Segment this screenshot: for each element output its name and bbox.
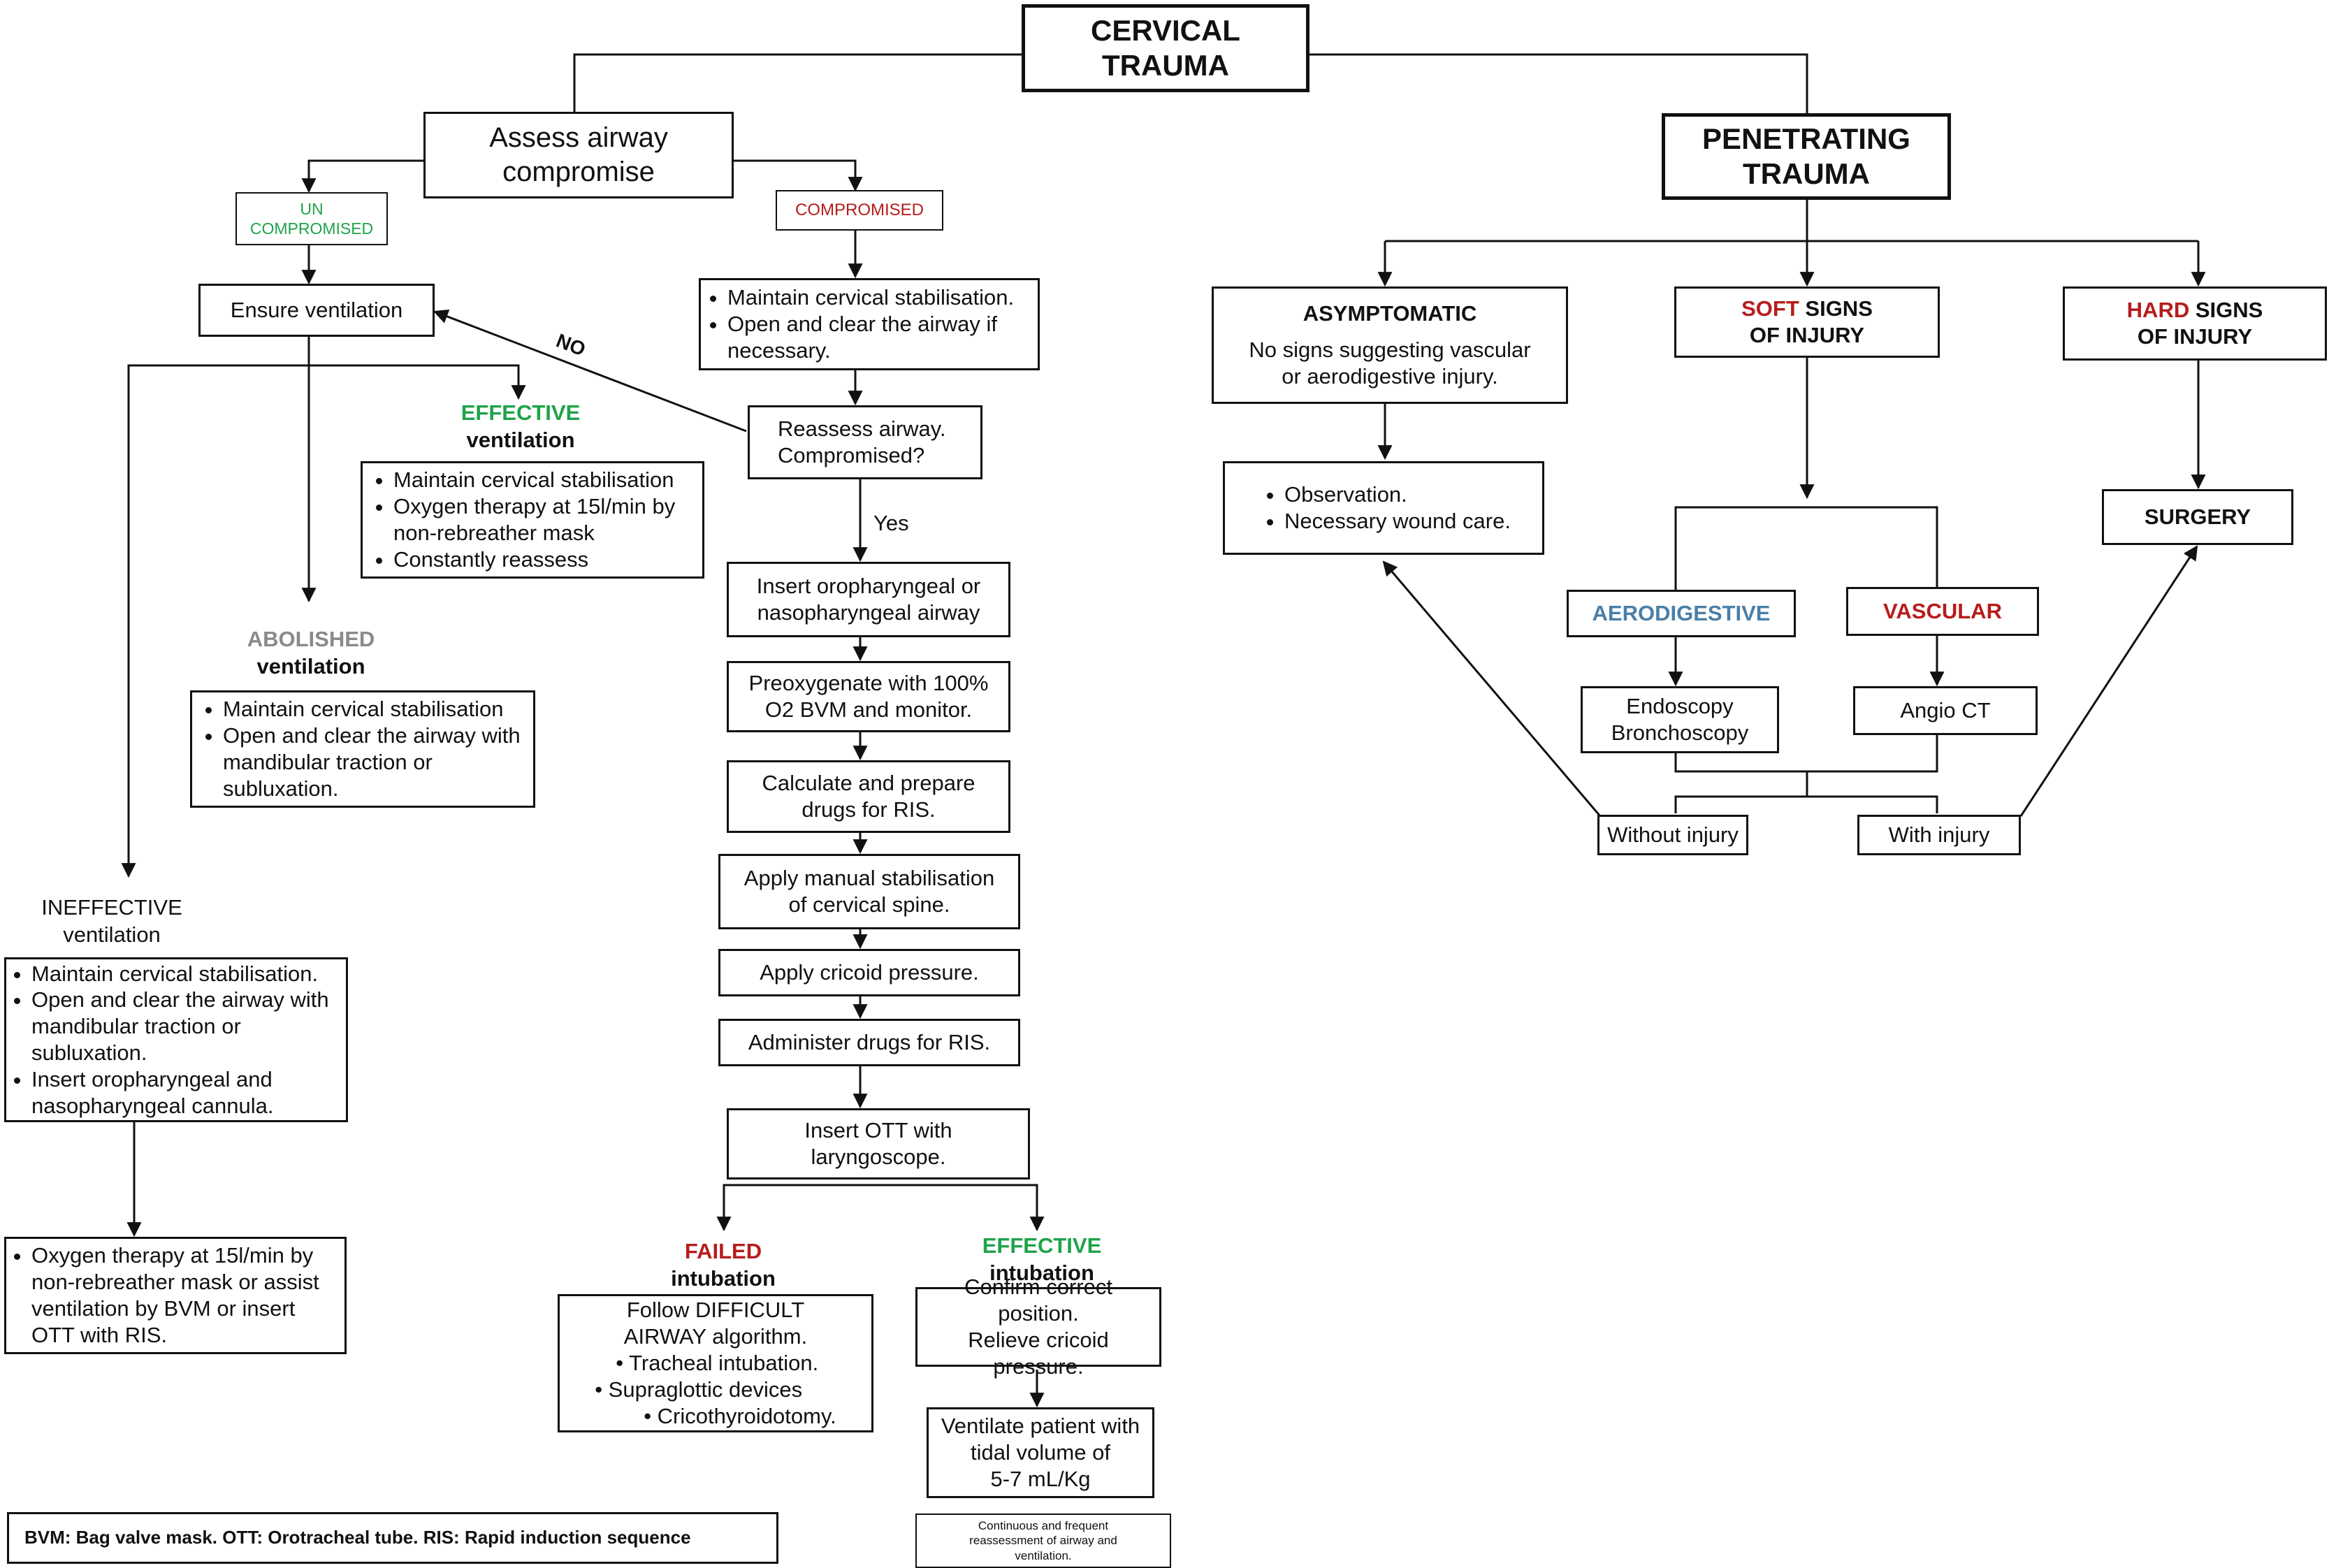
ineffective-ventilation-list: Maintain cervical stabilisation. Open an… (13, 961, 339, 1119)
confirm-position-box: Confirm correct position. Relieve cricoi… (915, 1275, 1161, 1379)
step-calculate-drugs-box: Calculate and prepare drugs for RIS. (727, 760, 1010, 833)
line-ott-branches (723, 1184, 1045, 1232)
endoscopy-box: Endoscopy Bronchoscopy (1581, 686, 1779, 753)
ensure-ventilation-box: Ensure ventilation (198, 284, 435, 337)
ventilate-patient-box: Ventilate patient with tidal volume of 5… (927, 1407, 1154, 1498)
abolished-ventilation-list: Maintain cervical stabilisation Open and… (205, 696, 526, 801)
effective-ventilation-list: Maintain cervical stabilisation Oxygen t… (375, 467, 695, 572)
observation-box: Observation. Necessary wound care. (1223, 461, 1544, 555)
compromised-box: COMPROMISED (776, 190, 943, 231)
line-ensure-to-effective (309, 364, 526, 400)
line-without-to-observation (1382, 560, 1602, 817)
effective-ventilation-label: EFFECTIVE ventilation (460, 400, 581, 452)
assess-airway-box: Assess airway compromise (423, 112, 734, 198)
failed-intubation-label: FAILED intubation (671, 1239, 776, 1291)
soft-signs-box: SOFT SIGNS OF INJURY (1674, 286, 1940, 358)
uncompromised-box: UN COMPROMISED (235, 192, 388, 245)
failed-intubation-box: Follow DIFFICULT AIRWAY algorithm. • Tra… (558, 1294, 873, 1432)
angio-ct-box: Angio CT (1853, 686, 2038, 735)
compromised-maintain-box: Maintain cervical stabilisation. Open an… (699, 278, 1040, 370)
line-assess-to-compromised (732, 159, 863, 192)
vascular-box: VASCULAR (1846, 587, 2039, 636)
cervical-trauma-box: CERVICAL TRAUMA (1022, 4, 1309, 92)
abbreviations-legend: BVM: Bag valve mask. OTT: Orotracheal tu… (7, 1512, 778, 1564)
step-insert-airway-box: Insert oropharyngeal or nasopharyngeal a… (727, 562, 1010, 637)
step-administer-drugs-box: Administer drugs for RIS. (718, 1019, 1020, 1066)
hard-signs-box: HARD SIGNS OF INJURY (2063, 286, 2327, 361)
step-cricoid-box: Apply cricoid pressure. (718, 949, 1020, 996)
compromised-maintain-list: Maintain cervical stabilisation. Open an… (709, 284, 1031, 363)
ineffective-ventilation-label: INEFFECTIVE ventilation (41, 895, 182, 947)
abolished-ventilation-box: Maintain cervical stabilisation Open and… (190, 690, 535, 808)
with-injury-box: With injury (1857, 815, 2021, 855)
reassess-airway-box: Reassess airway. Compromised? (748, 405, 982, 479)
oxygen-therapy-list: Oxygen therapy at 15l/min by non-rebreat… (13, 1242, 338, 1348)
penetrating-trauma-box: PENETRATING TRAUMA (1662, 113, 1951, 200)
yes-label: Yes (873, 511, 909, 535)
effective-ventilation-box: Maintain cervical stabilisation Oxygen t… (361, 461, 704, 579)
line-ensure-to-ineffective (121, 364, 309, 878)
line-title-to-penetrating (1308, 53, 1808, 113)
line-no-arrow (433, 309, 747, 433)
step-preoxygenate-box: Preoxygenate with 100% O2 BVM and monito… (727, 661, 1010, 732)
without-injury-box: Without injury (1597, 815, 1748, 855)
surgery-box: SURGERY (2102, 489, 2293, 545)
observation-list: Observation. Necessary wound care. (1256, 481, 1511, 535)
line-with-to-surgery (2019, 545, 2198, 817)
line-soft-split (1674, 506, 1938, 590)
reassessment-note-box: Continuous and frequent reassessment of … (915, 1513, 1171, 1568)
line-assess-to-uncompromised (301, 159, 423, 194)
oxygen-therapy-box: Oxygen therapy at 15l/min by non-rebreat… (4, 1237, 347, 1354)
ineffective-ventilation-box: Maintain cervical stabilisation. Open an… (4, 957, 348, 1122)
abolished-ventilation-label: ABOLISHED ventilation (247, 627, 375, 678)
asymptomatic-box: ASYMPTOMATIC No signs suggesting vascula… (1212, 286, 1568, 404)
step-manual-stabilisation-box: Apply manual stabilisation of cervical s… (718, 854, 1020, 929)
step-insert-ott-box: Insert OTT with laryngoscope. (727, 1108, 1030, 1179)
line-title-to-assess (573, 53, 1022, 112)
effective-intubation-label: EFFECTIVE intubation (982, 1233, 1102, 1285)
aerodigestive-box: AERODIGESTIVE (1567, 590, 1796, 637)
